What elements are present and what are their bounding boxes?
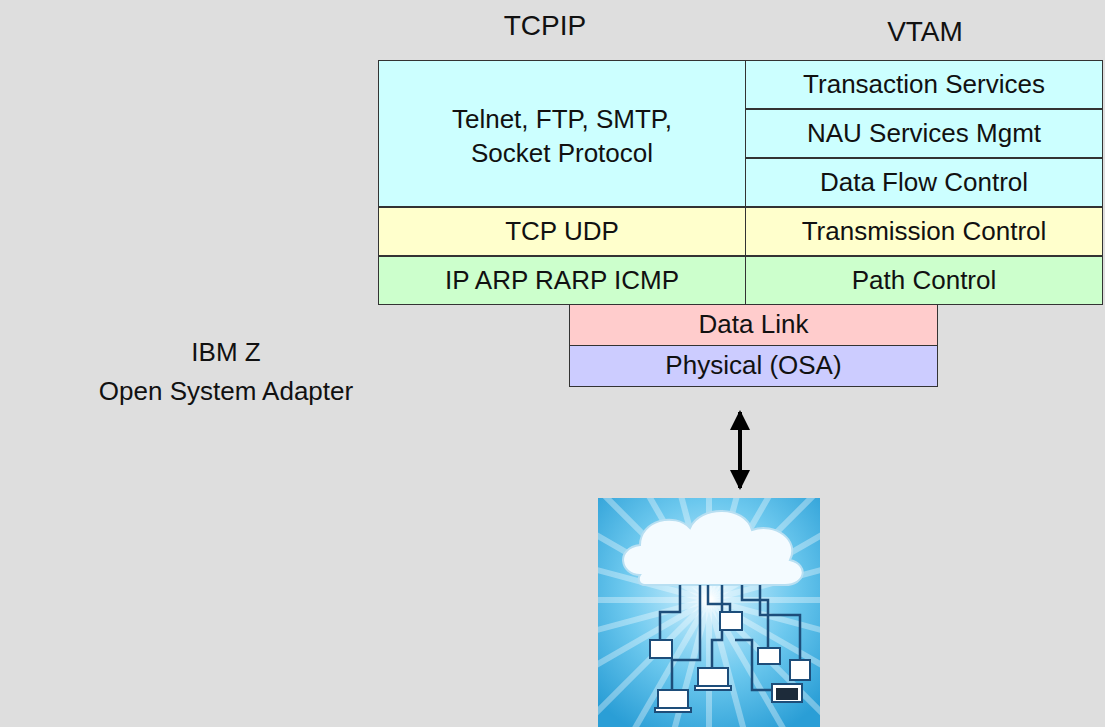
layer-box: Data Link xyxy=(569,304,938,346)
layer-box: IP ARP RARP ICMP xyxy=(378,256,746,305)
stack-heading: VTAM xyxy=(887,16,963,48)
layer-name: NAU Services Mgmt xyxy=(799,117,1049,151)
network-cloud-picture xyxy=(509,400,909,727)
layer-box: NAU Services Mgmt xyxy=(745,109,1103,158)
layer-name: Data Link xyxy=(691,308,817,342)
double-arrow xyxy=(738,412,742,488)
layer-name: Physical (OSA) xyxy=(657,349,849,383)
layer-name: TCP UDP xyxy=(497,215,627,249)
stack-heading: TCPIP xyxy=(504,10,586,42)
layer-box: Transaction Services xyxy=(745,60,1103,109)
layer-name: Data Flow Control xyxy=(812,166,1036,200)
layer-box: Path Control xyxy=(745,256,1103,305)
layer-name: Path Control xyxy=(844,264,1005,298)
layer-box: Data Flow Control xyxy=(745,158,1103,207)
layer-name: IP ARP RARP ICMP xyxy=(437,264,687,298)
layer-name: Transaction Services xyxy=(795,68,1053,102)
platform-label: IBM Z xyxy=(191,337,260,368)
layer-box: Transmission Control xyxy=(745,207,1103,256)
layer-name: Transmission Control xyxy=(794,215,1055,249)
layer-box: TCP UDP xyxy=(378,207,746,256)
layer-name: Telnet, FTP, SMTP, Socket Protocol xyxy=(427,97,697,171)
protocol-box: Telnet, FTP, SMTP, Socket Protocol xyxy=(378,60,746,207)
layer-box: Physical (OSA) xyxy=(569,345,938,387)
adapter-label: Open System Adapter xyxy=(99,376,353,407)
